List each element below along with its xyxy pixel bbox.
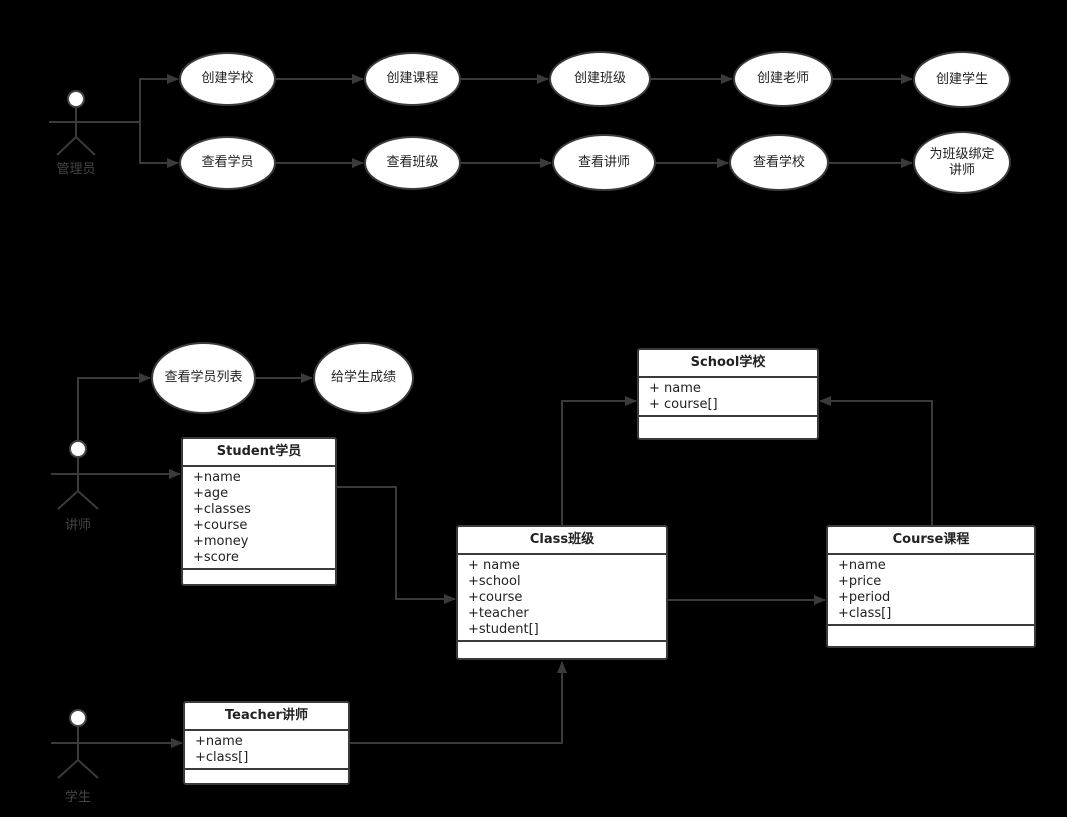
class-attribute: +money [193,534,249,549]
class-attribute: +name [193,470,241,485]
connector-admin-view [139,122,179,168]
class-attribute: +class[] [195,750,249,765]
use-case-view-lecturers[interactable]: 查看讲师 [552,134,656,191]
class-attribute: + course[] [649,397,718,412]
connector-teacher-class [349,661,567,744]
use-case-view-schools[interactable]: 查看学校 [729,134,829,191]
use-case-create-teacher[interactable]: 创建老师 [733,51,833,107]
class-attributes: +name +age +classes +course +money +scor… [183,467,335,570]
use-case-view-student-list[interactable]: 查看学员列表 [151,342,256,414]
connector-course-school [819,396,933,526]
use-case-view-students[interactable]: 查看学员 [179,136,276,190]
class-attributes: +name +price +period +class[] [828,555,1034,626]
class-operations [639,417,817,438]
class-attribute: +age [193,486,229,501]
class-attribute: +name [195,734,243,749]
actor-student-label: 学生 [64,790,91,805]
class-box-teacher[interactable]: Teacher讲师 +name +class[] [183,701,350,785]
actor-admin-label: 管理员 [56,162,96,177]
class-attributes: + name +school +course +teacher +student… [458,555,666,642]
connector-class-school [561,396,637,526]
class-box-student[interactable]: Student学员 +name +age +classes +course +m… [181,437,337,586]
connector-lecturer-list [77,373,151,441]
class-attribute: +course [193,518,248,533]
connector-admin-create [103,74,179,123]
class-attributes: +name +class[] [185,731,348,770]
use-case-view-classes[interactable]: 查看班级 [364,136,461,190]
class-attribute: +score [193,550,239,565]
class-operations [185,770,348,783]
class-attribute: +course [468,590,523,605]
class-box-school[interactable]: School学校 + name + course[] [637,348,819,440]
class-title: Class班级 [458,527,666,555]
class-title: Student学员 [183,439,335,467]
class-title: Course课程 [828,527,1034,555]
class-box-course[interactable]: Course课程 +name +price +period +class[] [826,525,1036,648]
class-attribute: +school [468,574,521,589]
class-attribute: +price [838,574,882,589]
use-case-create-class[interactable]: 创建班级 [549,51,651,107]
class-attribute: +teacher [468,606,529,621]
connector-student-class [336,486,456,604]
class-attribute: +period [838,590,891,605]
use-case-create-student[interactable]: 创建学生 [913,51,1011,108]
actor-lecturer-label: 讲师 [64,518,91,533]
use-case-grade-students[interactable]: 给学生成绩 [313,342,414,414]
class-attribute: +student[] [468,622,539,637]
class-attribute: +class[] [838,606,892,621]
class-title: Teacher讲师 [185,703,348,731]
class-attribute: + name [649,381,701,396]
class-box-class[interactable]: Class班级 + name +school +course +teacher … [456,525,668,660]
class-attribute: +classes [193,502,251,517]
class-operations [828,626,1034,646]
class-operations [183,570,335,584]
class-attribute: +name [838,558,886,573]
actor-student-figure [51,709,105,779]
use-case-create-course[interactable]: 创建课程 [364,52,461,106]
actor-admin-figure [49,90,103,156]
use-case-create-school[interactable]: 创建学校 [179,52,276,106]
class-attributes: + name + course[] [639,378,817,417]
actor-lecturer-figure [51,440,105,510]
class-attribute: + name [468,558,520,573]
class-operations [458,642,666,658]
class-title: School学校 [639,350,817,378]
use-case-bind-lecturer[interactable]: 为班级绑定 讲师 [913,131,1011,194]
